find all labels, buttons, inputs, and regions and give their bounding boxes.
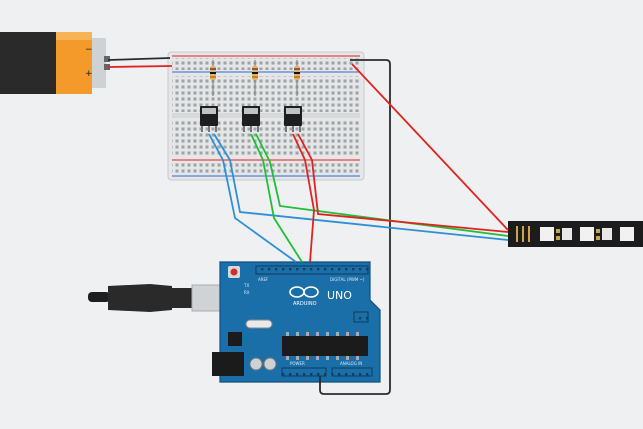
center-channel: [172, 113, 360, 118]
battery-minus-label: −: [85, 45, 93, 55]
usb-plug-housing: [108, 284, 172, 312]
power-pin-header[interactable]: [281, 367, 327, 377]
capacitor-2: [263, 357, 277, 371]
wire-ground-loop[interactable]: [319, 59, 391, 395]
reset-button[interactable]: [230, 268, 238, 276]
crystal-oscillator: [245, 319, 273, 329]
capacitor-1: [249, 357, 263, 371]
led-2: [562, 228, 572, 240]
icsp-header[interactable]: [353, 311, 369, 323]
battery-body-orange: [56, 32, 92, 94]
wire-red-2[interactable]: [297, 133, 509, 233]
aref-label: AREF: [258, 277, 269, 282]
breadboard[interactable]: [167, 51, 365, 181]
mosfet-1[interactable]: [200, 106, 218, 132]
resistor-3[interactable]: [294, 60, 300, 96]
battery-terminal-minus[interactable]: [104, 56, 110, 62]
wire-power-to-strip[interactable]: [351, 63, 509, 231]
mosfet-3[interactable]: [284, 106, 302, 132]
voltage-regulator: [228, 332, 242, 346]
led-strip[interactable]: [508, 221, 643, 247]
analog-header-label: ANALOG IN: [340, 361, 362, 366]
arduino-model: UNO: [327, 289, 352, 302]
digital-header-label: DIGITAL (PWM ~): [330, 277, 365, 282]
resistor-2[interactable]: [252, 60, 258, 96]
digital-pin-header[interactable]: [255, 265, 369, 275]
arduino-infinity-logo: [289, 286, 319, 298]
battery-plus-label: +: [85, 69, 93, 79]
led-3: [580, 227, 594, 241]
battery-terminal-plus[interactable]: [104, 64, 110, 70]
usb-cable[interactable]: [88, 284, 231, 312]
atmega-chip: [282, 336, 368, 356]
led-4: [602, 228, 612, 240]
arduino-uno-board[interactable]: DIGITAL (PWM ~) AREF TX RX ARDUINO UNO P…: [212, 261, 381, 383]
battery-body-black: [0, 32, 58, 94]
tx-label: TX: [243, 283, 249, 288]
led-1: [540, 227, 554, 241]
analog-pin-header[interactable]: [331, 367, 373, 377]
battery-terminal-cap: [92, 38, 106, 88]
wire-green-1[interactable]: [250, 133, 303, 263]
rx-label: RX: [244, 290, 250, 295]
power-header-label: POWER: [290, 361, 305, 366]
usb-cable-strain: [88, 292, 110, 302]
wire-battery-ground[interactable]: [107, 57, 171, 61]
wire-red-1[interactable]: [292, 133, 315, 263]
wire-blue-1[interactable]: [208, 133, 297, 263]
led-5: [620, 227, 634, 241]
arduino-logo-text: ARDUINO: [293, 301, 317, 307]
battery-9v[interactable]: − +: [0, 32, 110, 94]
wire-battery-positive[interactable]: [107, 65, 173, 68]
mosfet-2[interactable]: [242, 106, 260, 132]
top-power-rail[interactable]: [172, 58, 360, 70]
dc-power-jack[interactable]: [212, 352, 244, 376]
resistor-1[interactable]: [210, 60, 216, 96]
wire-blue-2[interactable]: [213, 133, 509, 241]
